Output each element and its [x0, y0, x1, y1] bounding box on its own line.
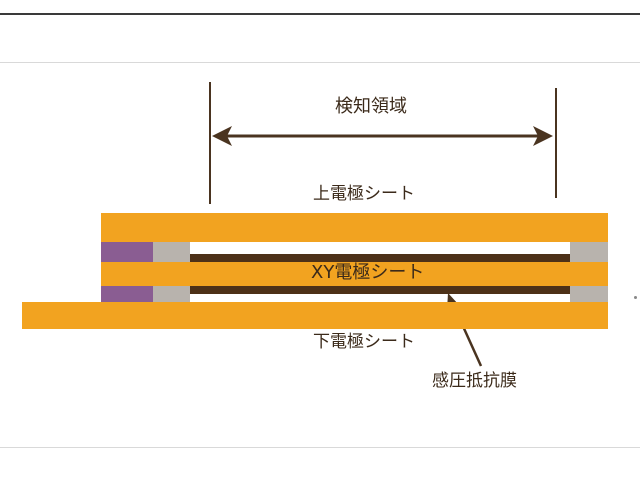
arrow-head-right: [533, 126, 553, 146]
stray-dot: [634, 296, 637, 299]
spacer-upper-left: [153, 242, 190, 262]
lower-divider: [0, 447, 640, 448]
arrow-head-left: [212, 126, 232, 146]
lower-electrode-sheet: [22, 302, 608, 329]
spacer-lower-right: [570, 286, 608, 306]
xy-sheet-label: XY電極シート: [311, 262, 425, 283]
top-border-line: [0, 13, 640, 15]
upper-electrode-sheet: [101, 213, 608, 242]
pressure-film-lower: [190, 286, 570, 294]
edge-spacer-lower-left: [101, 286, 153, 306]
upper-divider: [0, 62, 640, 63]
detection-area-label: 検知領域: [335, 96, 407, 117]
xy-electrode-sheet: [101, 262, 608, 286]
detection-right-boundary: [555, 88, 557, 198]
pressure-film-upper: [190, 254, 570, 262]
lower-sheet-label: 下電極シート: [313, 332, 415, 352]
edge-spacer-upper-left: [101, 242, 153, 262]
spacer-lower-left: [153, 286, 190, 306]
pressure-film-label: 感圧抵抗膜: [432, 371, 517, 391]
detection-left-boundary: [209, 82, 211, 204]
spacer-upper-right: [570, 242, 608, 262]
upper-sheet-label: 上電極シート: [313, 184, 415, 204]
